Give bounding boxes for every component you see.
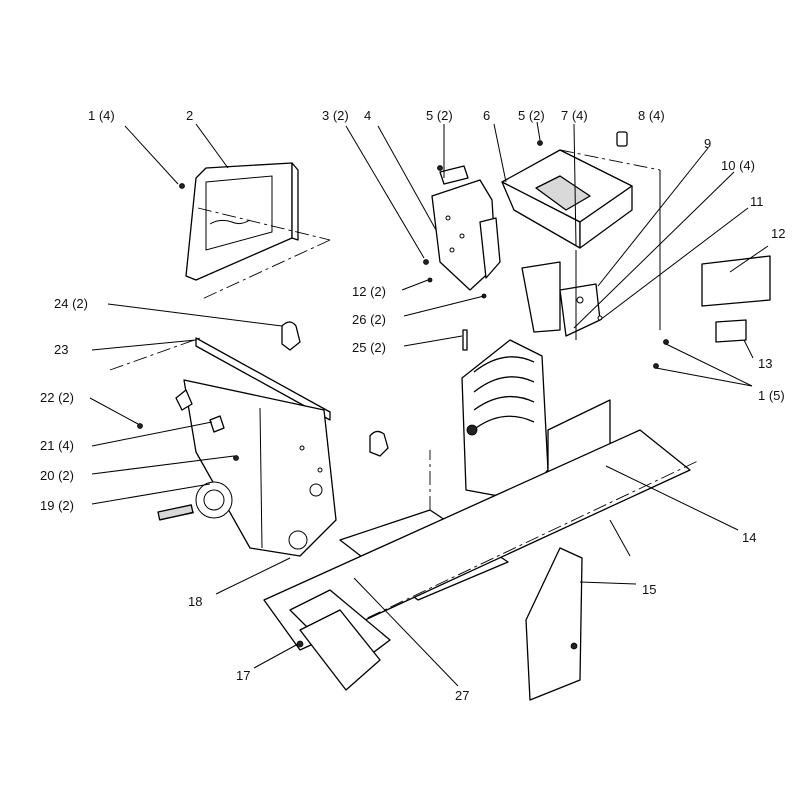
callout-20-2: 20 (2) [40, 468, 74, 483]
callout-14: 14 [742, 530, 756, 545]
callout-23: 23 [54, 342, 68, 357]
part-9-bracket [521, 250, 603, 340]
callout-27: 27 [455, 688, 469, 703]
part-19-bolt [157, 504, 195, 521]
fasteners [137, 140, 669, 461]
callout-1-5: 1 (5) [758, 388, 785, 403]
part-18-side-panel [175, 379, 337, 557]
part-2-upper-panel [185, 162, 331, 301]
callout-26-2: 26 (2) [352, 312, 386, 327]
callout-19-2: 19 (2) [40, 498, 74, 513]
callout-labels: 1 (4) 2 3 (2) 4 5 (2) 6 5 (2) 7 (4) 8 (4… [40, 108, 785, 703]
part-24-latch-right [369, 430, 389, 457]
part-13-decal [715, 319, 747, 343]
callout-2: 2 [186, 108, 193, 123]
callout-15: 15 [642, 582, 656, 597]
callout-7-4: 7 (4) [561, 108, 588, 123]
callout-17: 17 [236, 668, 250, 683]
callout-18: 18 [188, 594, 202, 609]
callout-6: 6 [483, 108, 490, 123]
part-23-strip [109, 337, 331, 421]
callout-1-4: 1 (4) [88, 108, 115, 123]
part-4-bracket [431, 162, 501, 291]
part-8-clip [616, 131, 628, 147]
part-12-decal [701, 255, 771, 307]
callout-24-2: 24 (2) [54, 296, 88, 311]
callout-3-2: 3 (2) [322, 108, 349, 123]
callout-22-2: 22 (2) [40, 390, 74, 405]
callout-12: 12 [771, 226, 785, 241]
callout-13: 13 [758, 356, 772, 371]
part-15-trim [525, 547, 583, 701]
callout-12-2: 12 (2) [352, 284, 386, 299]
part-24-latch [281, 321, 301, 351]
callout-21-4: 21 (4) [40, 438, 74, 453]
callout-25-2: 25 (2) [352, 340, 386, 355]
callout-4: 4 [364, 108, 371, 123]
callout-5-2-b: 5 (2) [518, 108, 545, 123]
leader-lines [89, 121, 769, 687]
callout-10-4: 10 (4) [721, 158, 755, 173]
callout-8-4: 8 (4) [638, 108, 665, 123]
callout-9: 9 [704, 136, 711, 151]
part-6-tray [501, 149, 661, 330]
callout-5-2-a: 5 (2) [426, 108, 453, 123]
callout-11: 11 [750, 194, 764, 209]
